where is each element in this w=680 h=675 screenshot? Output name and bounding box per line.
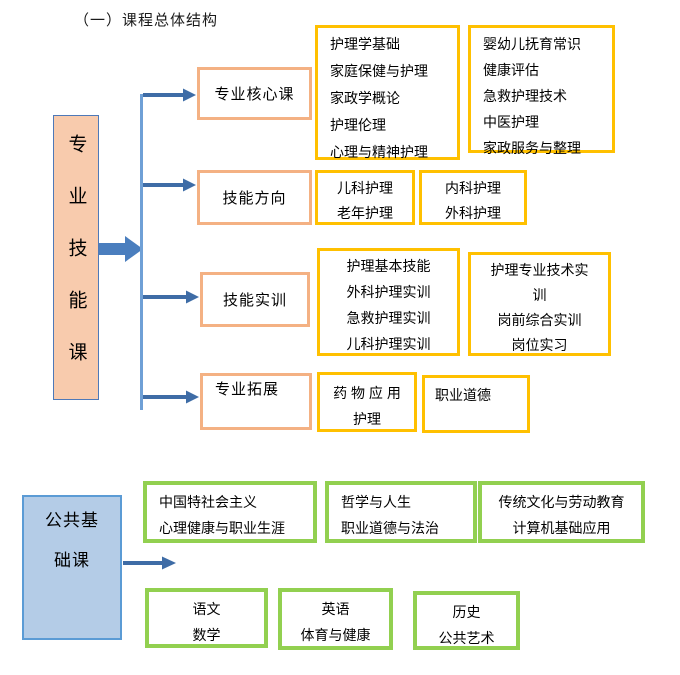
category-skill-training: 技能实训 bbox=[200, 272, 310, 327]
course-item: 外科护理 bbox=[445, 205, 501, 221]
course-box-core-2: 婴幼儿抚育常识 健康评估 急救护理技术 中医护理 家政服务与整理 bbox=[468, 25, 615, 156]
course-item: 护理学基础 bbox=[330, 36, 400, 52]
branch-arrow-core bbox=[143, 88, 196, 102]
course-box-core-1: 护理学基础 家庭保健与护理 家政学概论 护理伦理 心理与精神护理 bbox=[315, 25, 460, 160]
course-item: 家庭保健与护理 bbox=[330, 63, 428, 79]
course-box-training-2: 护理专业技术实训 岗前综合实训 岗位实习 bbox=[468, 252, 611, 356]
basic-box-3: 传统文化与劳动教育 计算机基础应用 bbox=[478, 481, 645, 543]
course-item: 药 物 应 用 bbox=[333, 385, 401, 401]
category-skill-direction: 技能方向 bbox=[197, 170, 312, 225]
course-item: 语文 bbox=[192, 601, 221, 617]
course-item: 护理 bbox=[353, 411, 381, 427]
course-box-direction-2: 内科护理 外科护理 bbox=[419, 170, 527, 225]
course-item: 中国特社会主义 bbox=[159, 494, 257, 510]
basic-box-4: 语文 数学 bbox=[145, 588, 268, 648]
course-box-expansion-2: 职业道德 bbox=[422, 375, 530, 433]
category-label: 技能方向 bbox=[222, 190, 287, 207]
course-item: 护理伦理 bbox=[330, 117, 386, 133]
course-item: 公共艺术 bbox=[438, 630, 495, 646]
course-item: 外科护理实训 bbox=[346, 284, 431, 300]
course-item: 哲学与人生 bbox=[341, 494, 411, 510]
course-item: 儿科护理 bbox=[337, 180, 393, 196]
course-item: 数学 bbox=[192, 627, 221, 643]
course-item: 职业道德与法治 bbox=[341, 520, 439, 536]
branch-arrow-expand bbox=[143, 390, 199, 404]
category-label: 技能实训 bbox=[222, 292, 287, 309]
course-box-training-1: 护理基本技能 外科护理实训 急救护理实训 儿科护理实训 bbox=[317, 248, 460, 356]
basic-box-5: 英语 体育与健康 bbox=[278, 588, 393, 650]
course-item: 心理健康与职业生涯 bbox=[159, 520, 285, 536]
course-item: 体育与健康 bbox=[300, 627, 371, 643]
basic-arrow bbox=[123, 556, 176, 570]
course-item: 儿科护理实训 bbox=[346, 336, 431, 352]
branch-arrow-direction bbox=[143, 178, 196, 192]
root-block-arrow bbox=[99, 236, 143, 262]
course-item: 急救护理实训 bbox=[346, 310, 431, 326]
branch-arrow-training bbox=[143, 290, 199, 304]
course-item: 家政服务与整理 bbox=[483, 140, 581, 156]
course-item: 婴幼儿抚育常识 bbox=[483, 36, 581, 52]
course-item: 传统文化与劳动教育 bbox=[498, 494, 625, 510]
diagram-title: （一）课程总体结构 bbox=[74, 12, 219, 29]
professional-root-box: 专业技能课 bbox=[53, 115, 99, 400]
basic-box-1: 中国特社会主义 心理健康与职业生涯 bbox=[143, 481, 317, 543]
course-item: 家政学概论 bbox=[330, 90, 400, 106]
course-item: 岗位实习 bbox=[511, 337, 568, 353]
course-item: 老年护理 bbox=[337, 205, 393, 221]
category-label: 专业拓展 bbox=[215, 381, 280, 398]
course-item: 计算机基础应用 bbox=[512, 520, 611, 536]
course-item: 内科护理 bbox=[445, 180, 501, 196]
basic-root-label: 公共基础课 bbox=[45, 511, 99, 570]
course-item: 急救护理技术 bbox=[483, 88, 567, 104]
course-box-direction-1: 儿科护理 老年护理 bbox=[315, 170, 415, 225]
course-item: 英语 bbox=[321, 601, 350, 617]
course-item: 职业道德 bbox=[435, 387, 491, 403]
course-item: 历史 bbox=[452, 604, 481, 620]
category-label: 专业核心课 bbox=[214, 86, 295, 103]
course-item: 中医护理 bbox=[483, 114, 539, 130]
basic-box-2: 哲学与人生 职业道德与法治 bbox=[325, 481, 477, 543]
course-item: 岗前综合实训 bbox=[497, 312, 582, 328]
course-box-expansion-1: 药 物 应 用 护理 bbox=[317, 372, 417, 432]
course-item: 护理专业技术实训 bbox=[490, 262, 589, 303]
course-item: 心理与精神护理 bbox=[330, 144, 428, 160]
professional-root-label: 专业技能课 bbox=[65, 134, 87, 394]
course-item: 健康评估 bbox=[483, 62, 539, 78]
category-core-courses: 专业核心课 bbox=[197, 67, 312, 120]
basic-box-6: 历史 公共艺术 bbox=[413, 591, 520, 650]
basic-root-box: 公共基础课 bbox=[22, 495, 122, 640]
category-professional-expansion: 专业拓展 bbox=[200, 373, 312, 430]
course-item: 护理基本技能 bbox=[346, 258, 431, 274]
